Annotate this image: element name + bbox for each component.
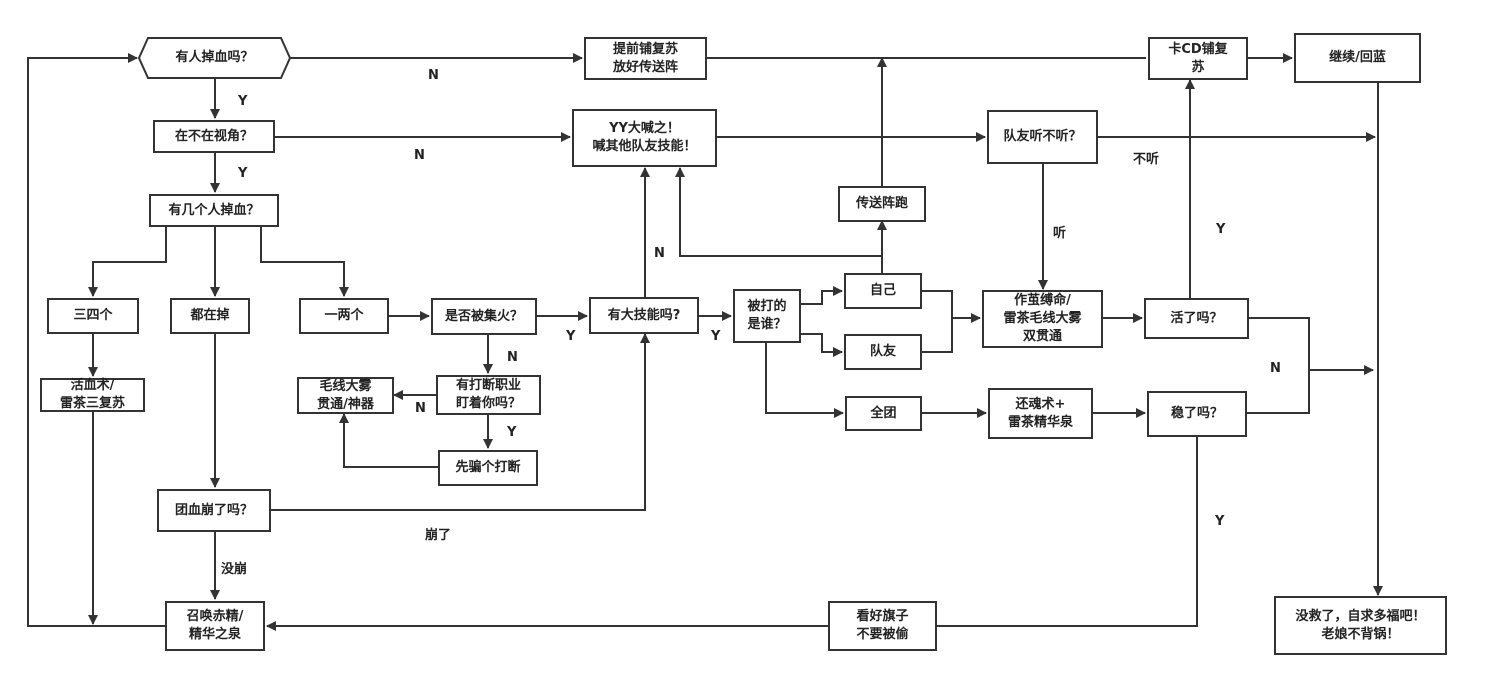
node-all-dropping: 都在掉 — [170, 298, 250, 334]
node-yy-shout: YY大喊之！ 喊其他队友技能！ — [572, 109, 717, 167]
node-continue: 继续/回蓝 — [1294, 33, 1421, 83]
node-cd-revive: 卡CD铺复 苏 — [1148, 37, 1248, 80]
node-teammate: 队友 — [844, 334, 922, 370]
node-bait-interrupt: 先骗个打断 — [438, 450, 538, 486]
node-team-collapse: 团血崩了吗？ — [157, 489, 271, 532]
edge-who-self — [801, 286, 843, 305]
node-summon: 召唤赤精/ 精华之泉 — [165, 601, 265, 651]
label-interrupter-yes: Y — [507, 425, 517, 440]
edge-how-many-three-four — [88, 227, 167, 297]
label-not-collapsed: 没崩 — [221, 562, 248, 577]
edge-how-many-one-two — [260, 227, 349, 297]
decision-hexagon-shape — [137, 37, 292, 79]
label-focused-yes: Y — [566, 329, 576, 344]
node-whole-team: 全团 — [845, 396, 922, 431]
edge-who-whole — [765, 343, 844, 418]
node-in-view: 在不在视角？ — [153, 120, 275, 153]
node-self: 自己 — [844, 273, 922, 309]
label-alive-stable-no: N — [1270, 361, 1281, 376]
node-stable: 稳了吗？ — [1147, 391, 1247, 437]
label-big-skill-yes: Y — [711, 329, 721, 344]
node-interrupter: 有打断职业 盯着你吗？ — [436, 375, 541, 415]
edge-alive-stable-no — [1246, 317, 1310, 414]
label-focused-no: N — [507, 350, 518, 365]
label-not-listen: 不听 — [1133, 152, 1160, 167]
node-soul-revive: 还魂术+ 雷茶精华泉 — [988, 388, 1093, 439]
edge-who-teammate — [801, 333, 843, 357]
node-yarn-fog: 毛线大雾 贯通/神器 — [297, 377, 394, 414]
label-listen: 听 — [1053, 226, 1067, 241]
edge-bait-yarn — [339, 413, 438, 468]
node-teleport-run: 传送阵跑 — [838, 186, 926, 222]
node-cocoon: 作茧缚命/ 雷茶毛线大雾 双贯通 — [982, 290, 1103, 348]
node-who-hit: 被打的 是谁？ — [733, 289, 801, 343]
edge-collapsed — [271, 333, 650, 511]
node-focused: 是否被集火？ — [431, 298, 537, 335]
node-pre-revive: 提前铺复苏 放好传送阵 — [584, 37, 707, 80]
label-collapsed: 崩了 — [425, 528, 452, 543]
label-view-no: N — [414, 148, 425, 163]
node-anyone-hurt: 有人掉血吗？ — [175, 50, 254, 65]
edge-stable-yes — [937, 437, 1198, 627]
node-big-skill: 有大技能吗? — [589, 297, 699, 334]
label-alive-yes: Y — [1216, 222, 1226, 237]
edge-self-merge — [922, 290, 953, 353]
node-hopeless: 没救了，自求多福吧！ 老娘不背锅！ — [1274, 596, 1447, 655]
label-interrupter-no: N — [415, 401, 426, 416]
label-hurt-yes: Y — [238, 94, 248, 109]
edge-loop-to-start — [27, 53, 165, 627]
node-one-two: 一两个 — [299, 298, 389, 334]
node-alive: 活了吗？ — [1144, 298, 1249, 339]
node-three-four: 三四个 — [47, 298, 139, 334]
label-stable-yes: Y — [1215, 514, 1225, 529]
node-teammate-listen: 队友听不听？ — [987, 110, 1098, 164]
label-hurt-no: N — [428, 68, 439, 83]
node-revive: 活血术/ 雷茶三复苏 — [40, 378, 145, 412]
node-how-many: 有几个人掉血？ — [149, 194, 279, 227]
edge-self-yy — [675, 167, 882, 257]
node-watch-flag: 看好旗子 不要被偷 — [828, 601, 937, 651]
label-view-yes: Y — [238, 166, 248, 181]
label-big-skill-no: N — [654, 246, 665, 261]
